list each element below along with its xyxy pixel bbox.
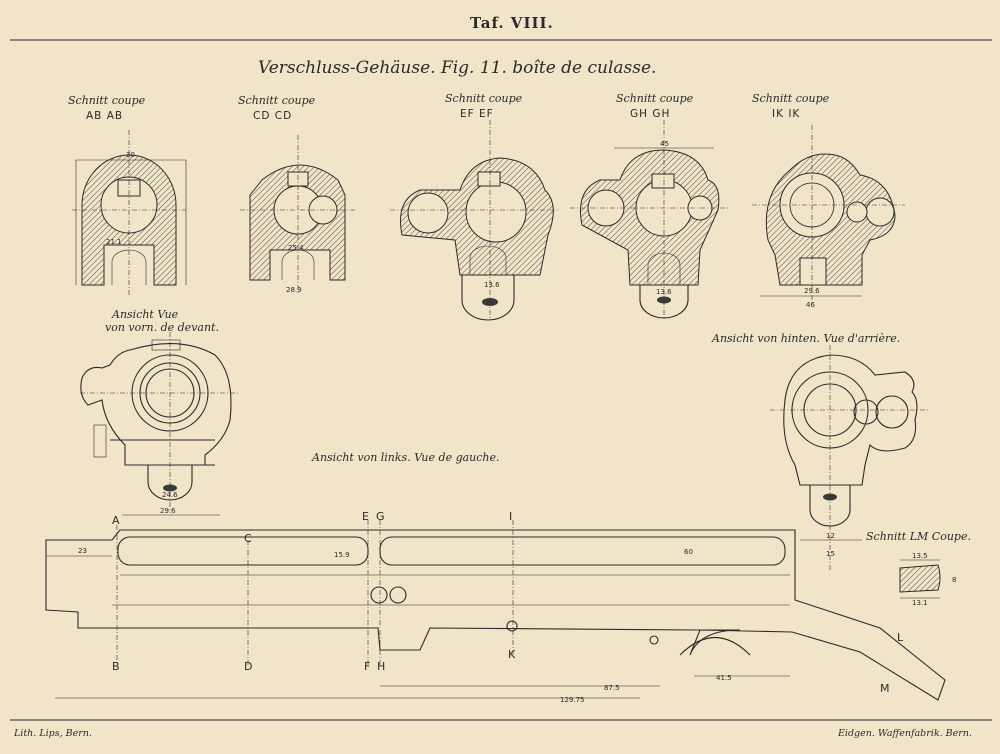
cut-letter-b: B (112, 660, 120, 673)
svg-text:41.5: 41.5 (716, 674, 732, 682)
section-ef-label: EF EF (460, 108, 494, 120)
svg-text:28.9: 28.9 (286, 286, 302, 294)
cut-letter-k: K (508, 648, 516, 661)
cut-letter-i: I (509, 510, 513, 523)
cut-letter-g: G (376, 510, 385, 523)
section-cd-label: CD CD (253, 110, 293, 122)
front-view-caption-line2: von vorn. de devant. (105, 321, 219, 334)
section-cd-drawing: 25.4 28.9 (240, 135, 356, 295)
svg-text:13.6: 13.6 (656, 288, 672, 296)
svg-text:29.6: 29.6 (804, 287, 820, 295)
front-view-caption-line1: Ansicht Vue (112, 308, 179, 321)
lm-section-caption: Schnitt LM Coupe. (866, 530, 971, 543)
svg-text:46: 46 (806, 301, 815, 309)
svg-text:12: 12 (826, 532, 835, 540)
section-ef-drawing: 13.6 (390, 120, 560, 321)
section-ab-drawing: 30 21.1 (72, 130, 187, 295)
section-ik-caption: Schnitt coupe (752, 92, 830, 105)
svg-text:15.9: 15.9 (334, 551, 350, 559)
section-ik-label: IK IK (772, 108, 801, 120)
maker-credit: Eidgen. Waffenfabrik. Bern. (838, 728, 972, 739)
section-ik-drawing: 29.6 46 (752, 125, 905, 309)
cut-letter-l: L (897, 631, 904, 644)
lm-section-drawing: 13.5 13.1 8 (899, 552, 956, 607)
cut-letter-m: M (880, 682, 890, 695)
drawing-title: Verschluss-Gehäuse. Fig. 11. boîte de cu… (258, 58, 657, 78)
svg-text:60: 60 (684, 548, 693, 556)
section-cd-caption: Schnitt coupe (238, 94, 316, 107)
rear-view-caption: Ansicht von hinten. Vue d'arrière. (712, 332, 901, 345)
front-view-drawing: 29.6 24.6 (80, 332, 240, 516)
svg-text:21.1: 21.1 (106, 238, 122, 246)
svg-text:45: 45 (660, 140, 669, 148)
svg-text:29.6: 29.6 (160, 507, 176, 515)
section-ef-caption: Schnitt coupe (445, 92, 523, 105)
svg-text:25.4: 25.4 (288, 244, 304, 252)
cut-letter-a: A (112, 514, 120, 527)
lithographer-credit: Lith. Lips, Bern. (14, 728, 92, 739)
section-gh-label: GH GH (630, 108, 671, 120)
svg-text:87.5: 87.5 (604, 684, 620, 692)
section-ab-caption: Schnitt coupe (68, 94, 146, 107)
svg-text:30: 30 (126, 151, 135, 159)
svg-text:24.6: 24.6 (162, 491, 178, 499)
svg-text:13.5: 13.5 (912, 552, 928, 560)
left-view-drawing: 23 15.9 60 87.5 41.5 129.75 (45, 520, 946, 704)
svg-text:8: 8 (952, 576, 956, 584)
rear-view-drawing: 12 15 (770, 345, 930, 570)
cut-letter-f: F (364, 660, 371, 673)
section-gh-caption: Schnitt coupe (616, 92, 694, 105)
svg-text:13.6: 13.6 (484, 281, 500, 289)
svg-text:15: 15 (826, 550, 835, 558)
svg-text:23: 23 (78, 547, 87, 555)
cut-letter-h: H (377, 660, 386, 673)
cut-letter-e: E (362, 510, 369, 523)
svg-text:13.1: 13.1 (912, 599, 928, 607)
cut-letter-c: C (244, 532, 252, 545)
cut-letter-d: D (244, 660, 253, 673)
section-gh-drawing: 45 13.6 (570, 120, 730, 320)
left-view-caption: Ansicht von links. Vue de gauche. (312, 451, 500, 464)
section-ab-label: AB AB (86, 110, 124, 122)
plate-number: Taf. VIII. (470, 14, 554, 32)
svg-text:129.75: 129.75 (560, 696, 585, 704)
